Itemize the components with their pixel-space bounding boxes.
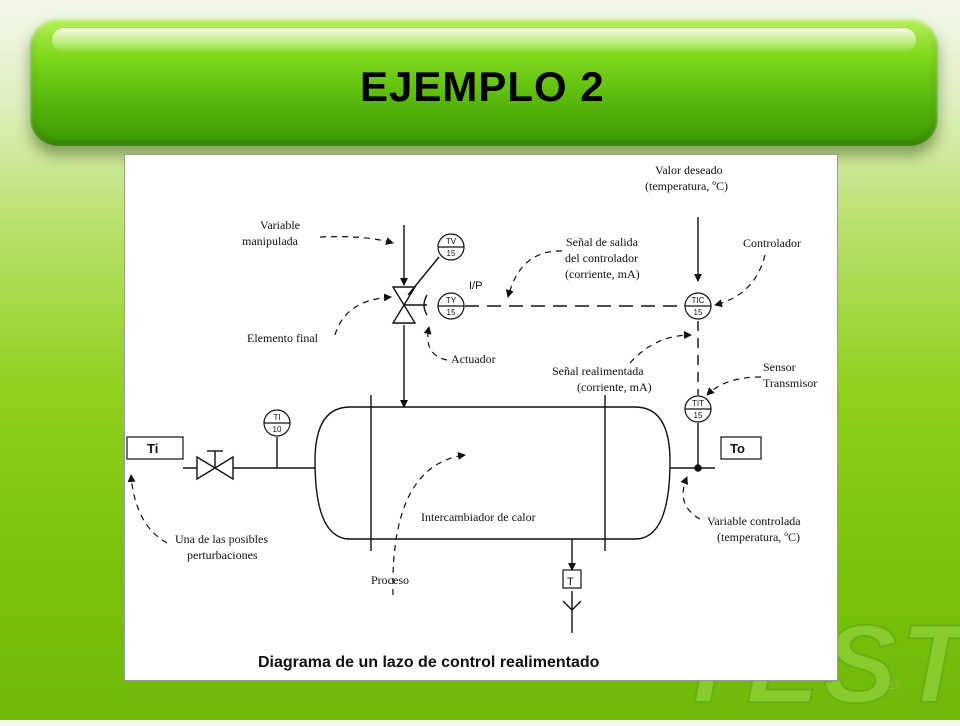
label-senal-real-2: (corriente, mA) [577,380,652,394]
tv-tag: TV [446,237,457,246]
arrow-feedback [629,331,692,364]
label-perturb-1: Una de las posibles [175,532,268,546]
ti-num: 10 [273,425,282,434]
label-variable: Variable [260,218,300,232]
arrow-controlled-variable [680,476,701,520]
control-loop-diagram: TV 15 TY 15 TIC 15 TIT 15 TI 10 Ti To T … [126,163,817,671]
label-controlador: Controlador [743,236,801,250]
tic-num: 15 [694,308,703,317]
steam-trap [562,569,582,589]
tit-num: 15 [694,411,703,420]
ti-tag: TI [273,413,280,422]
to-output-box [720,436,762,460]
title-banner [30,18,938,146]
diagram-caption: Diagrama de un lazo de control realiment… [258,654,600,671]
label-valor-deseado-2: (temperatura, ºC) [645,179,728,193]
ip-label: I/P [469,280,482,292]
outlet-tap-point [694,464,702,472]
diagram-figure: TV 15 TY 15 TIC 15 TIT 15 TI 10 Ti To T … [124,154,838,681]
page-number: 17 [888,680,901,692]
label-perturb-2: perturbaciones [187,548,258,562]
ti-input-label: Ti [147,441,158,456]
tic-tag: TIC [692,296,705,305]
arrow-actuator [423,326,448,361]
arrow-process [392,451,466,596]
label-transmisor: Transmisor [763,376,817,390]
label-sensor: Sensor [763,360,796,374]
label-actuador: Actuador [451,352,496,366]
label-senal-salida-1: Señal de salida [566,235,639,249]
arrow-disturbance [127,474,168,544]
to-output-label: To [730,441,745,456]
banner-shine [52,28,916,52]
ty-num: 15 [447,308,456,317]
slide-title: EJEMPLO 2 [360,63,605,110]
trap-label: T [567,576,574,588]
label-var-controlada-2: (temperatura, ºC) [717,530,800,544]
tit-tag: TIT [692,399,704,408]
label-manipulada: manipulada [242,234,299,248]
label-proceso: Proceso [371,573,409,587]
label-valor-deseado-1: Valor deseado [655,163,723,177]
label-elemento-final: Elemento final [247,331,319,345]
arrow-controller-output [505,250,563,298]
label-senal-real-1: Señal realimentada [552,364,644,378]
drain-funnel [562,600,582,611]
arrow-manipulated [319,236,394,245]
arrow-controller [714,254,766,308]
heat-exchanger-body [314,406,671,540]
label-senal-salida-3: (corriente, mA) [565,267,640,281]
label-senal-salida-2: del controlador [565,251,638,265]
tv-leader [407,256,440,296]
tv-num: 15 [447,249,456,258]
arrow-sensor [706,376,762,396]
label-intercambiador: Intercambiador de calor [421,510,536,524]
label-var-controlada-1: Variable controlada [707,514,801,528]
arrow-final-element [334,293,392,336]
actuator-shape [423,294,428,316]
ti-input-box [126,436,184,460]
ty-tag: TY [446,296,457,305]
